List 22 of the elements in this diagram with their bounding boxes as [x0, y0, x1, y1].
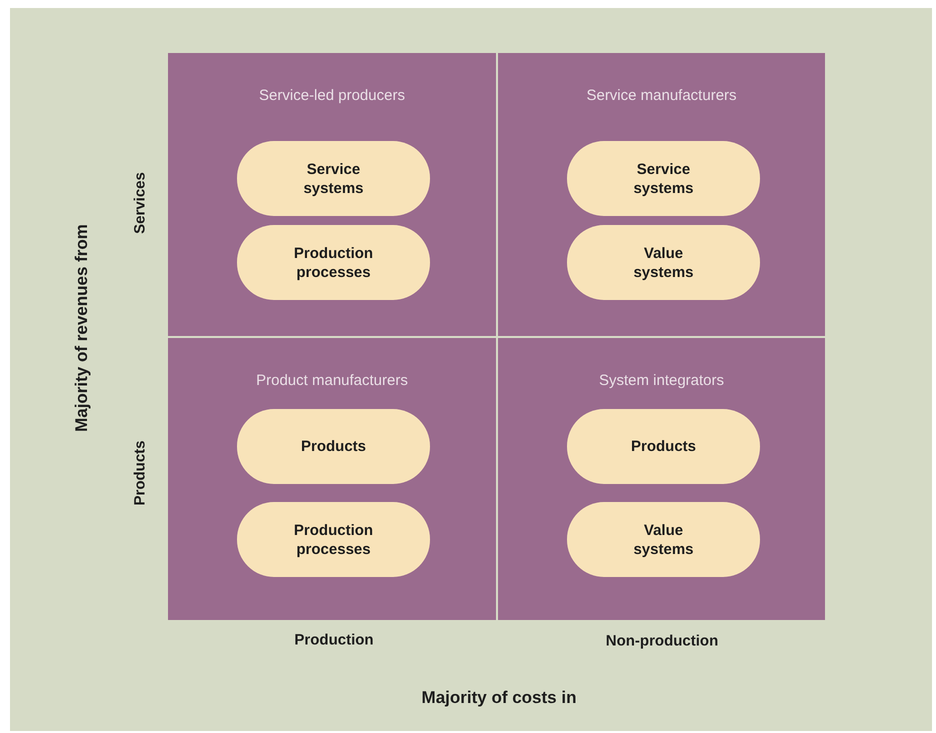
axis-label: Services [132, 172, 148, 234]
pill-label: Production processes [292, 520, 374, 558]
axis-label: Production [294, 632, 374, 648]
quadrant-heading: Service manufacturers [585, 87, 738, 104]
pill-label: Products [630, 437, 697, 456]
pill-label: Service systems [632, 160, 695, 198]
quadrant-panel [498, 338, 825, 620]
quadrant-panel [168, 53, 496, 336]
pill-label: Production processes [292, 244, 374, 282]
axis-label: Products [132, 440, 148, 506]
axis-label: Majority of costs in [422, 688, 576, 708]
pill-label: Value systems [632, 520, 695, 558]
pill-label: Products [300, 437, 367, 456]
quadrant-heading: System integrators [598, 372, 726, 389]
axis-label: Non-production [606, 632, 718, 650]
axis-label: Majority of revenues from [72, 224, 92, 432]
pill-label: Service systems [302, 160, 365, 198]
quadrant-panel [168, 338, 496, 620]
quadrant-heading: Product manufacturers [255, 372, 409, 389]
quadrant-panel [498, 53, 825, 336]
quadrant-heading: Service-led producers [258, 87, 406, 104]
pill-label: Value systems [632, 244, 695, 282]
